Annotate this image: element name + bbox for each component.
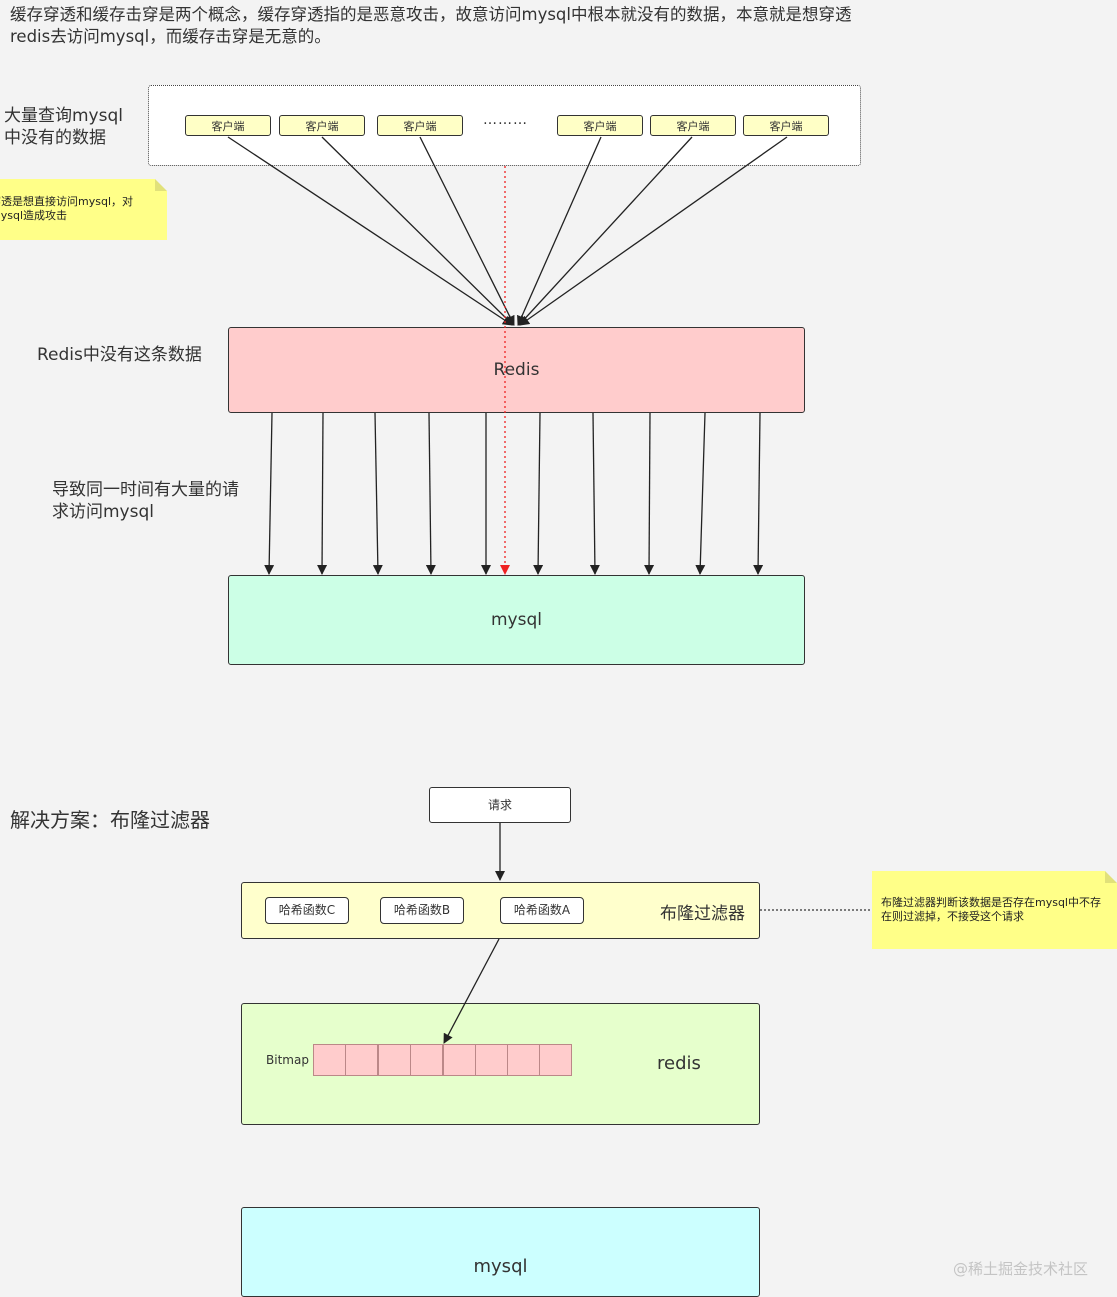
client-to-redis-arrow	[519, 136, 788, 326]
result-label: 导致同一时间有大量的请求访问mysql	[52, 480, 239, 522]
solution-title: 解决方案：布隆过滤器	[10, 808, 210, 832]
hash-function-b[interactable]: 哈希函数B	[380, 897, 464, 924]
mysql-box-bottom[interactable]: mysql	[241, 1207, 760, 1297]
redis-to-mysql-arrow	[317, 412, 328, 575]
request-box[interactable]: 请求	[429, 787, 571, 823]
watermark: @稀土掘金技术社区	[953, 1260, 1089, 1278]
client-box[interactable]: 客户端	[557, 115, 643, 136]
redis-to-mysql-arrow	[644, 412, 655, 575]
bloom-note-text: 布隆过滤器判断该数据是否存在mysql中不存在则过滤掉，不接受这个请求	[881, 896, 1101, 923]
client-to-redis-arrow	[321, 136, 514, 326]
bitmap-cell	[443, 1044, 476, 1076]
bloom-note[interactable]: 布隆过滤器判断该数据是否存在mysql中不存在则过滤掉，不接受这个请求	[872, 871, 1117, 949]
client-box[interactable]: 客户端	[743, 115, 829, 136]
mysql-box[interactable]: mysql	[228, 575, 805, 665]
note-fold	[155, 179, 167, 191]
penetration-note-text: 穿透是想直接访问mysql，对mysql造成攻击	[0, 195, 133, 222]
bloom-filter-label: 布隆过滤器	[660, 904, 745, 924]
redis-to-mysql-arrow	[533, 412, 544, 575]
bitmap-cell	[507, 1044, 540, 1076]
redis-to-mysql-arrow	[264, 412, 275, 575]
redis-box[interactable]: Redis	[228, 327, 805, 413]
query-label: 大量查询mysql中没有的数据	[4, 106, 123, 148]
client-to-redis-arrow	[518, 136, 693, 326]
client-box[interactable]: 客户端	[377, 115, 463, 136]
client-to-redis-arrow	[517, 136, 602, 326]
ellipsis: ………	[483, 112, 528, 128]
redis-missing-label: Redis中没有这条数据	[37, 345, 202, 365]
bloom-to-bitmap-arrow	[443, 938, 500, 1044]
client-to-redis-arrow	[419, 136, 515, 326]
client-box[interactable]: 客户端	[650, 115, 736, 136]
redis-label: redis	[657, 1053, 701, 1074]
bitmap-cell	[410, 1044, 443, 1076]
redis-to-mysql-arrow	[695, 412, 706, 575]
client-box[interactable]: 客户端	[279, 115, 365, 136]
hash-function-a[interactable]: 哈希函数A	[500, 897, 584, 924]
intro-text: 缓存穿透和缓存击穿是两个概念，缓存穿透指的是恶意攻击，故意访问mysql中根本就…	[10, 5, 852, 46]
hash-function-c[interactable]: 哈希函数C	[265, 897, 349, 924]
bitmap-cell	[539, 1044, 572, 1076]
redis-to-mysql-arrow	[372, 412, 383, 575]
client-to-redis-arrow	[227, 136, 513, 326]
redis-to-mysql-arrow	[753, 412, 764, 575]
client-box[interactable]: 客户端	[185, 115, 271, 136]
bitmap-cell	[345, 1044, 378, 1076]
note-fold	[1105, 871, 1117, 883]
bitmap-label: Bitmap	[266, 1053, 309, 1067]
penetration-note[interactable]: 穿透是想直接访问mysql，对mysql造成攻击	[0, 179, 167, 240]
redis-to-mysql-arrow	[589, 412, 600, 575]
redis-to-mysql-arrow	[425, 412, 436, 575]
